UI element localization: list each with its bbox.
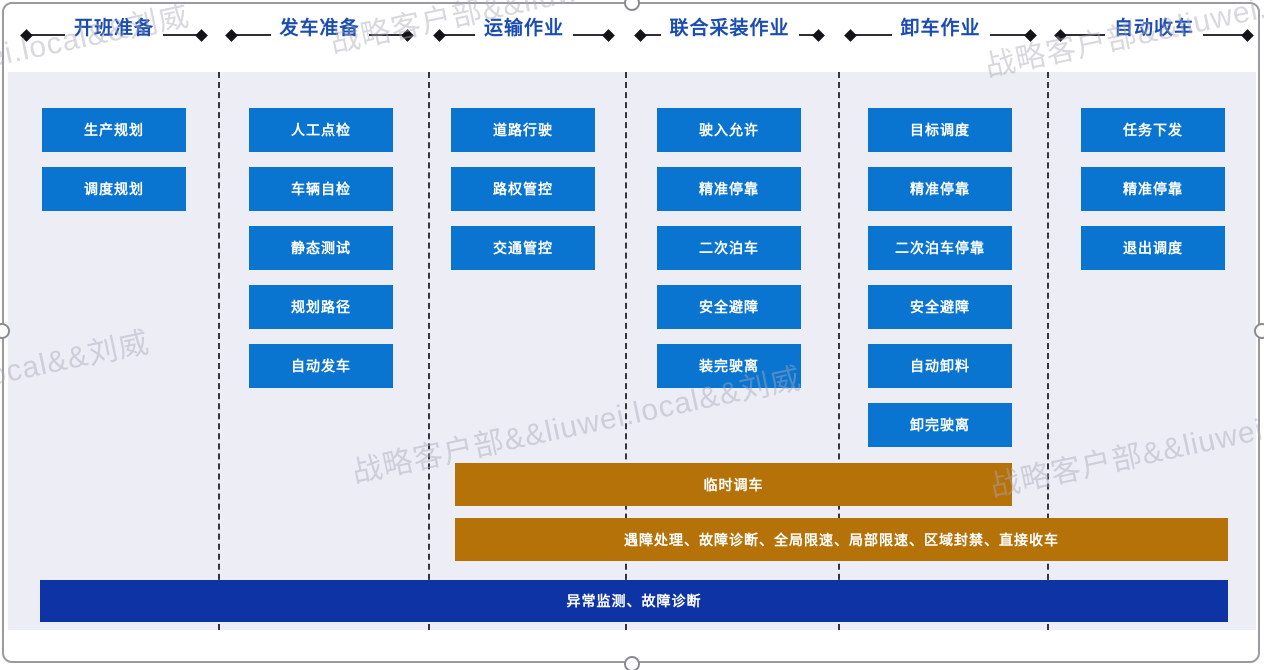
- diamond-icon: [844, 29, 857, 42]
- header-line: [798, 34, 815, 36]
- diamond-icon: [1241, 29, 1254, 42]
- step-box: 目标调度: [868, 108, 1012, 152]
- step-box: 交通管控: [451, 226, 595, 270]
- step-box: 退出调度: [1081, 226, 1225, 270]
- header-line: [1065, 34, 1105, 36]
- phase-title: 卸车作业: [900, 18, 981, 39]
- header-line: [444, 34, 475, 36]
- step-box: 卸完驶离: [868, 403, 1012, 447]
- step-box: 自动卸料: [868, 344, 1012, 388]
- header-line: [989, 34, 1027, 36]
- phase-separator-5: [1047, 72, 1049, 630]
- step-box: 调度规划: [42, 167, 186, 211]
- temporary-dispatch-bar: 临时调车: [455, 463, 1012, 506]
- header-line: [573, 34, 605, 36]
- step-box: 静态测试: [249, 226, 393, 270]
- step-box: 人工点检: [249, 108, 393, 152]
- step-box: 驶入允许: [657, 108, 801, 152]
- phase-separator-3: [625, 72, 627, 630]
- phase-title: 运输作业: [484, 18, 565, 39]
- column-shift-prep: 生产规划 调度规划: [42, 108, 186, 226]
- step-box: 安全避障: [868, 285, 1012, 329]
- diamond-icon: [20, 29, 33, 42]
- phase-separator-4: [838, 72, 840, 630]
- phase-title: 联合采装作业: [669, 18, 790, 39]
- column-auto-return: 任务下发 精准停靠 退出调度: [1081, 108, 1225, 285]
- step-box: 装完驶离: [657, 344, 801, 388]
- connection-handle-left[interactable]: [0, 323, 10, 339]
- step-box: 规划路径: [249, 285, 393, 329]
- column-unloading: 目标调度 精准停靠 二次泊车停靠 安全避障 自动卸料 卸完驶离: [868, 108, 1012, 462]
- anomaly-monitoring-bar: 异常监测、故障诊断: [40, 580, 1228, 622]
- header-line: [163, 34, 198, 36]
- phase-separator-2: [428, 72, 430, 630]
- phase-header-departure-prep: 发车准备: [225, 8, 414, 42]
- exception-handling-bar: 遇障处理、故障诊断、全局限速、局部限速、区域封禁、直接收车: [455, 518, 1228, 561]
- step-box: 二次泊车: [657, 226, 801, 270]
- diamond-icon: [225, 29, 238, 42]
- step-box: 生产规划: [42, 108, 186, 152]
- phase-separator-1: [218, 72, 220, 630]
- diamond-icon: [602, 29, 615, 42]
- connection-handle-top[interactable]: [624, 0, 640, 11]
- diamond-icon: [634, 29, 647, 42]
- diamond-icon: [812, 29, 825, 42]
- step-box: 精准停靠: [657, 167, 801, 211]
- column-departure-prep: 人工点检 车辆自检 静态测试 规划路径 自动发车: [249, 108, 393, 403]
- header-line: [31, 34, 65, 36]
- step-box: 精准停靠: [868, 167, 1012, 211]
- phase-title: 发车准备: [279, 18, 360, 39]
- step-box: 道路行驶: [451, 108, 595, 152]
- phase-header-loading: 联合采装作业: [634, 8, 825, 42]
- diamond-icon: [401, 29, 414, 42]
- header-line: [645, 34, 661, 36]
- step-box: 路权管控: [451, 167, 595, 211]
- header-line: [1203, 34, 1244, 36]
- column-transport: 道路行驶 路权管控 交通管控: [451, 108, 595, 285]
- header-line: [368, 34, 404, 36]
- phase-header-auto-return: 自动收车: [1054, 8, 1254, 42]
- step-box: 车辆自检: [249, 167, 393, 211]
- phase-header-shift-prep: 开班准备: [20, 8, 208, 42]
- step-box: 二次泊车停靠: [868, 226, 1012, 270]
- column-loading: 驶入允许 精准停靠 二次泊车 安全避障 装完驶离: [657, 108, 801, 403]
- phase-header-transport: 运输作业: [433, 8, 615, 42]
- phase-header-unloading: 卸车作业: [844, 8, 1037, 42]
- step-box: 安全避障: [657, 285, 801, 329]
- connection-handle-bottom[interactable]: [624, 656, 640, 670]
- step-box: 精准停靠: [1081, 167, 1225, 211]
- diamond-icon: [195, 29, 208, 42]
- step-box: 任务下发: [1081, 108, 1225, 152]
- connection-handle-right[interactable]: [1254, 323, 1264, 339]
- diamond-icon: [1024, 29, 1037, 42]
- phase-title: 开班准备: [74, 18, 155, 39]
- diamond-icon: [433, 29, 446, 42]
- diamond-icon: [1054, 29, 1067, 42]
- phase-title: 自动收车: [1114, 18, 1195, 39]
- step-box: 自动发车: [249, 344, 393, 388]
- header-line: [855, 34, 892, 36]
- header-line: [236, 34, 271, 36]
